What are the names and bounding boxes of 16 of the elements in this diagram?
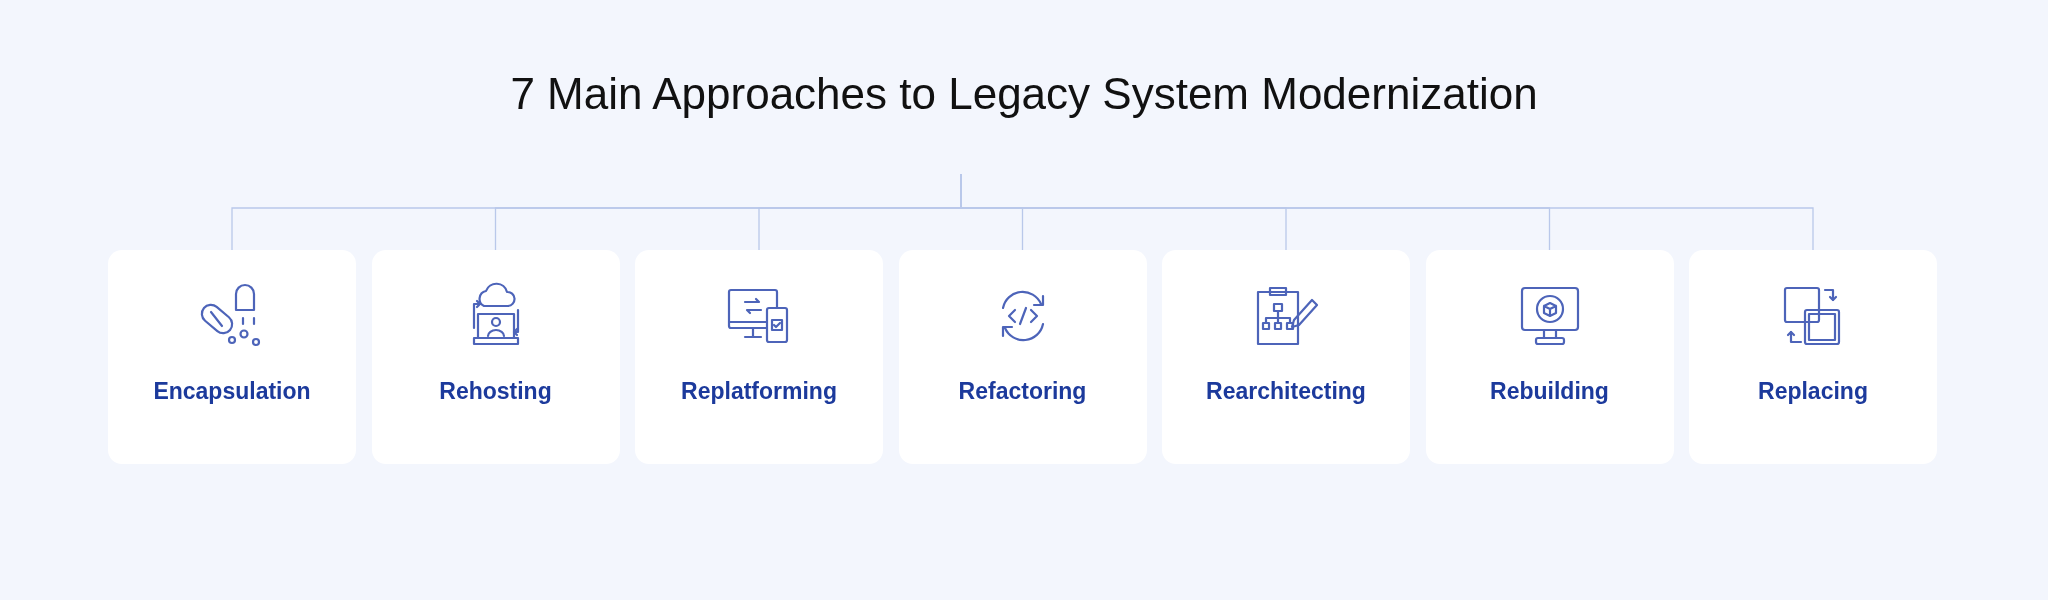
- approach-card: [635, 250, 883, 464]
- card-label: Rebuilding: [1489, 377, 1610, 406]
- approach-card: [1425, 250, 1674, 464]
- approach-card: [108, 250, 356, 464]
- card-label: Refactoring: [957, 377, 1088, 406]
- card-label: Replatforming: [680, 377, 838, 406]
- approach-card: [1162, 250, 1410, 464]
- approach-card: [898, 250, 1147, 464]
- title: 7 Main Approaches to Legacy System Modernization: [510, 68, 1538, 120]
- card-label: Replacing: [1757, 377, 1869, 406]
- card-label: Rehosting: [438, 377, 553, 406]
- connector-line: [960, 173, 1814, 251]
- approach-card: [371, 250, 620, 464]
- approach-card: [1689, 250, 1937, 464]
- card-label: Encapsulation: [152, 377, 312, 406]
- card-label: Rearchitecting: [1205, 377, 1367, 406]
